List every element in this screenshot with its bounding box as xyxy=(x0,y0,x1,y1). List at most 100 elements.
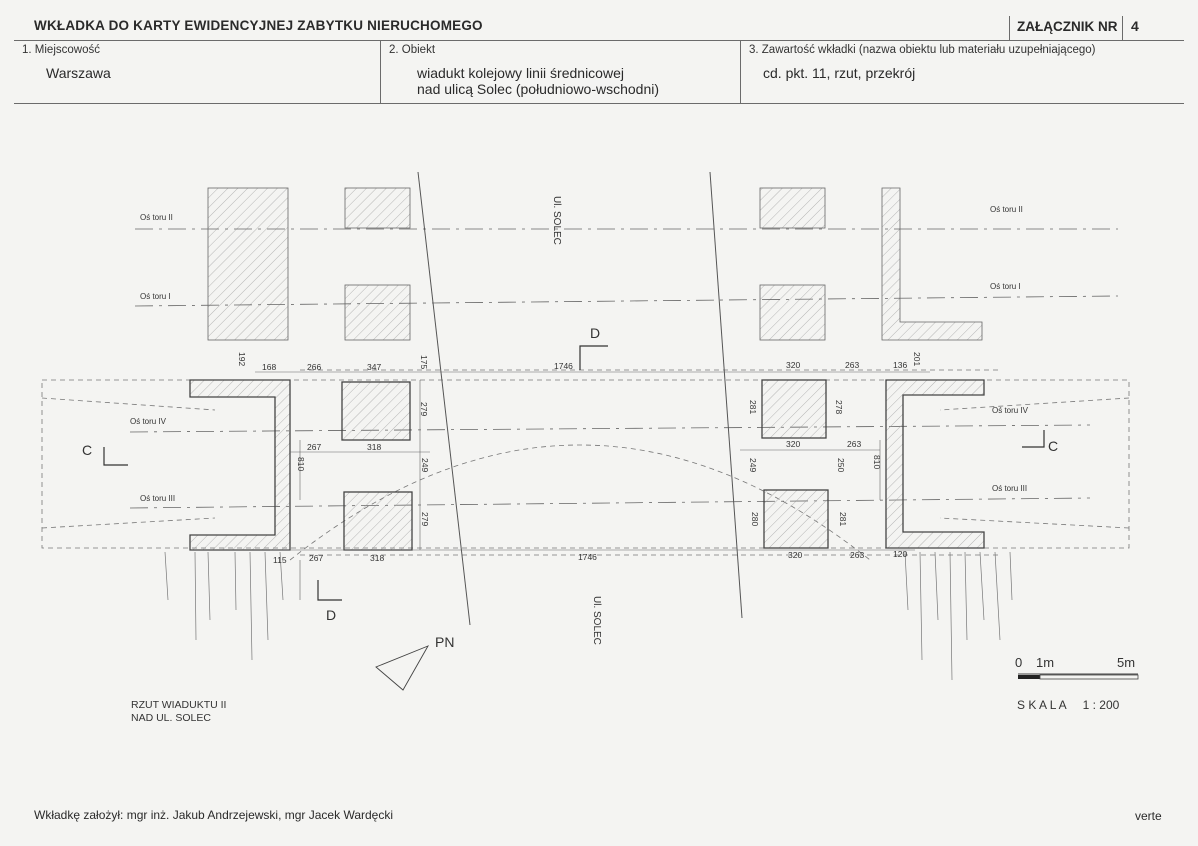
dim-136: 136 xyxy=(893,360,907,370)
dim-263-mid: 263 xyxy=(847,439,861,449)
piles-right xyxy=(904,551,1013,681)
dim-120: 120 xyxy=(893,549,907,559)
piles-left xyxy=(164,551,301,661)
dim-250: 250 xyxy=(836,458,846,472)
section-d-top-label: D xyxy=(590,325,600,341)
dim-263-bottom: 263 xyxy=(850,550,864,560)
dim-1746-bottom: 1746 xyxy=(578,552,597,562)
section-c-right-label: C xyxy=(1048,438,1058,454)
header-bar: WKŁADKA DO KARTY EWIDENCYJNEJ ZABYTKU NI… xyxy=(14,14,1184,41)
lower-pier-r1 xyxy=(761,379,827,439)
upper-structures xyxy=(207,187,983,341)
dim-175: 175 xyxy=(419,355,429,369)
upper-pier-a xyxy=(344,187,411,229)
upper-pier-b xyxy=(344,284,411,341)
upper-left-abutment xyxy=(207,187,289,341)
dim-249-right: 249 xyxy=(748,458,758,472)
dim-320-top: 320 xyxy=(786,360,800,370)
lower-left-abutment xyxy=(189,379,291,551)
street-lines xyxy=(417,171,743,626)
scale-bar xyxy=(1018,673,1139,680)
locality-value: Warszawa xyxy=(46,65,111,81)
dim-280: 280 xyxy=(750,512,760,526)
north-arrow xyxy=(375,645,430,691)
lower-pier-r2 xyxy=(763,489,829,549)
object-value-line2: nad ulicą Solec (południowo-wschodni) xyxy=(417,81,660,97)
scale-text: S K A L A 1 : 200 xyxy=(1017,698,1120,712)
label-track-2-right: Oś toru II xyxy=(990,205,1023,214)
dim-1746-top: 1746 xyxy=(554,361,573,371)
dim-810-right: 810 xyxy=(872,455,882,469)
dim-267-a: 267 xyxy=(307,442,321,452)
section-c-left-label: C xyxy=(82,442,92,458)
object-value: wiadukt kolejowy linii średnicowej nad u… xyxy=(417,65,659,97)
dim-263-top: 263 xyxy=(845,360,859,370)
upper-right-abutment xyxy=(881,187,983,341)
section-c-right-mark xyxy=(1022,430,1045,448)
wing-lines xyxy=(41,397,1130,529)
locality-label: 1. Miejscowość xyxy=(22,44,100,56)
track-axes xyxy=(129,228,1119,509)
section-c-left-mark xyxy=(103,447,128,466)
dim-267-b: 267 xyxy=(309,553,323,563)
object-label: 2. Obiekt xyxy=(389,44,436,56)
axis-track-4 xyxy=(129,424,1091,433)
dim-347: 347 xyxy=(367,362,381,372)
scale-tick-5m: 5m xyxy=(1117,655,1135,670)
section-d-bottom-mark xyxy=(317,580,342,601)
scale-tick-0: 0 xyxy=(1015,655,1022,670)
dim-266: 266 xyxy=(307,362,321,372)
locality-field: 1. Miejscowość Warszawa xyxy=(14,41,380,103)
section-markers xyxy=(103,345,1045,601)
dim-168: 168 xyxy=(262,362,276,372)
dim-320-bottom: 320 xyxy=(788,550,802,560)
lower-pier-l1 xyxy=(341,381,411,441)
dim-281-b: 281 xyxy=(838,512,848,526)
contents-field: 3. Zawartość wkładki (nazwa obiektu lub … xyxy=(740,41,1185,103)
dim-281-a: 281 xyxy=(748,400,758,414)
axis-track-3 xyxy=(129,497,1091,509)
dim-278: 278 xyxy=(834,400,844,414)
street-label-top: Ul. SOLEC xyxy=(551,196,562,245)
dim-318-b: 318 xyxy=(370,553,384,563)
footer-author: Wkładkę założył: mgr inż. Jakub Andrzeje… xyxy=(34,808,394,822)
drawing-title-line1: RZUT WIADUKTU II xyxy=(131,699,226,711)
street-label-bottom: Ul. SOLEC xyxy=(591,596,602,645)
dim-320-mid: 320 xyxy=(786,439,800,449)
attachment-box: ZAŁĄCZNIK NR 4 xyxy=(1009,14,1184,40)
label-track-2-left: Oś toru II xyxy=(140,213,173,222)
attachment-label: ZAŁĄCZNIK NR xyxy=(1017,19,1118,34)
lower-pier-l2 xyxy=(343,491,413,551)
dim-249-left: 249 xyxy=(420,458,430,472)
label-track-3-left: Oś toru III xyxy=(140,494,175,503)
dim-279-a: 279 xyxy=(419,402,429,416)
dim-201: 201 xyxy=(912,352,922,366)
contents-label: 3. Zawartość wkładki (nazwa obiektu lub … xyxy=(749,44,1096,56)
dimension-lines xyxy=(255,371,930,551)
dim-279-b: 279 xyxy=(420,512,430,526)
scale-tick-1m: 1m xyxy=(1036,655,1054,670)
footer-verte: verte xyxy=(1135,809,1162,823)
dim-810-left: 810 xyxy=(296,457,306,471)
divider xyxy=(1009,16,1010,40)
dim-115: 115 xyxy=(273,555,287,565)
section-d-top-mark xyxy=(579,345,608,370)
label-track-3-right: Oś toru III xyxy=(992,484,1027,493)
lower-right-abutment xyxy=(885,379,985,549)
object-field: 2. Obiekt wiadukt kolejowy linii średnic… xyxy=(380,41,741,103)
label-track-1-left: Oś toru I xyxy=(140,292,171,301)
contents-value: cd. pkt. 11, rzut, przekrój xyxy=(763,65,916,81)
label-track-1-right: Oś toru I xyxy=(990,282,1021,291)
dimension-values: 192 168 266 347 175 1746 320 263 136 201… xyxy=(237,352,922,565)
object-value-line1: wiadukt kolejowy linii średnicowej xyxy=(417,65,624,81)
divider xyxy=(1122,16,1123,40)
street-line-left xyxy=(417,171,471,626)
north-label: PN xyxy=(435,634,454,650)
drawing-title-line2: NAD UL. SOLEC xyxy=(131,712,211,724)
street-line-right xyxy=(709,171,743,619)
scale-bar-filled xyxy=(1018,675,1040,679)
section-d-bottom-label: D xyxy=(326,607,336,623)
dim-192: 192 xyxy=(237,352,247,366)
drawing-labels: Oś toru II Oś toru I Oś toru II Oś toru … xyxy=(82,196,1135,724)
